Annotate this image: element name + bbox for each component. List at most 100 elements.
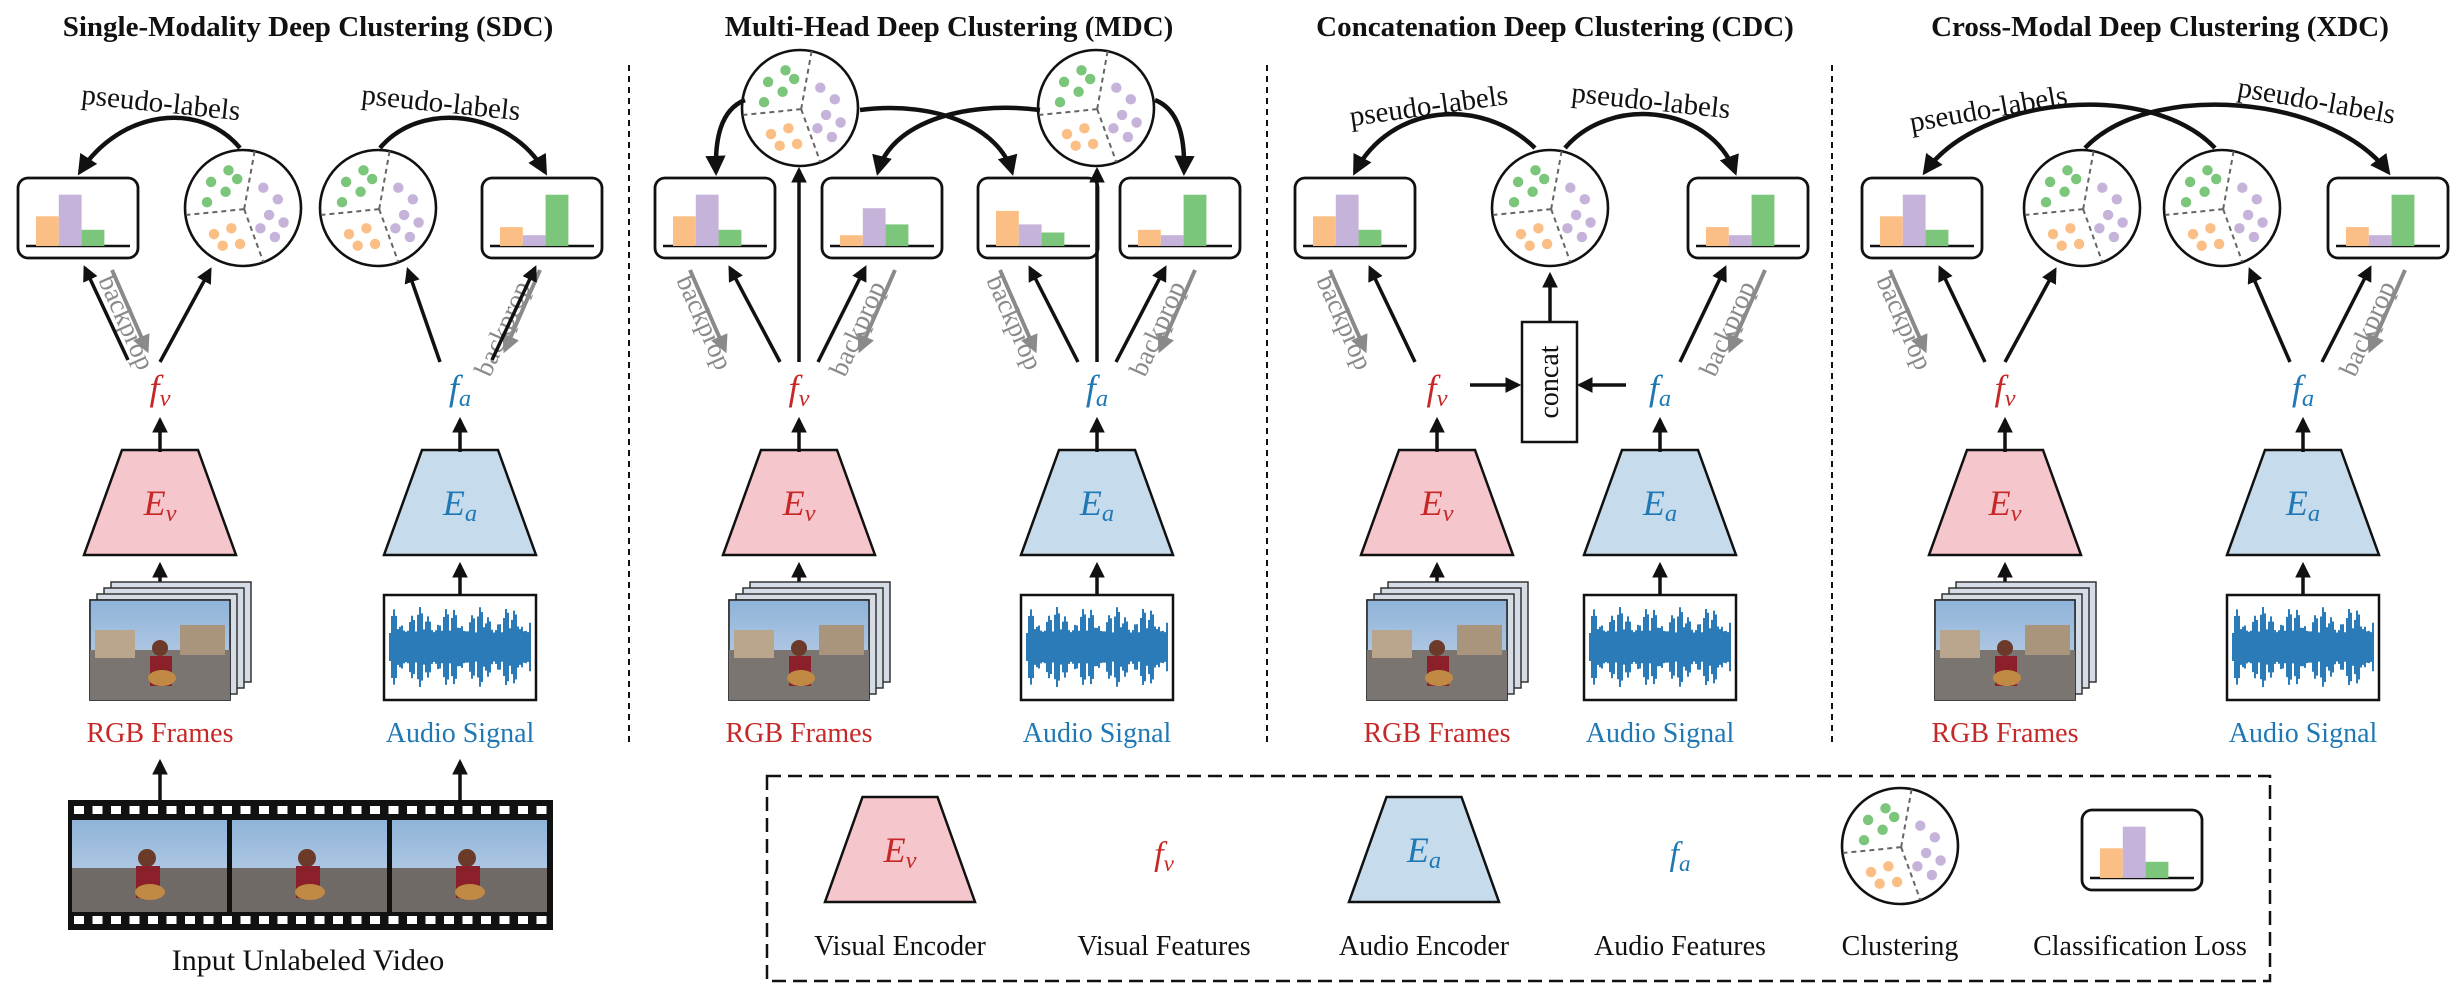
cluster-point [788, 73, 800, 85]
cluster-outline [183, 148, 303, 268]
classification-bar [81, 229, 105, 246]
cluster-point [1562, 223, 1573, 234]
cluster-dividers [321, 150, 400, 263]
classification-bar [58, 194, 82, 246]
rgb-frames-image [89, 581, 252, 701]
input-video-filmstrip [68, 800, 553, 930]
classification-bar [996, 210, 1019, 246]
classification-bar [36, 216, 59, 246]
visual-encoder-symbol: Ev [143, 483, 177, 527]
cluster-point [413, 217, 424, 228]
audio-signal-image [1582, 593, 1738, 702]
film-hole [425, 806, 436, 814]
xdc-classification-loss-visual [1860, 176, 1984, 260]
arrow-feature-to-classifier [1368, 265, 1417, 363]
cluster-point [220, 186, 231, 197]
cluster-point [1912, 861, 1923, 872]
rgb-frames-image [1366, 581, 1529, 701]
backprop-arrow [1328, 269, 1368, 354]
classification-bar [1335, 194, 1359, 246]
backprop-label: backprop [1693, 276, 1761, 380]
legend-clustering-icon [1840, 786, 1960, 906]
sdc-classification-loss-audio [480, 176, 604, 260]
film-person-head [458, 849, 476, 867]
classification-bar [1313, 216, 1336, 246]
mdc-clustering-audio [1036, 48, 1156, 168]
cluster-point [2187, 228, 2199, 240]
audio-encoder-symbol: Ea [2285, 483, 2320, 527]
cluster-point [217, 240, 228, 251]
cluster-point [1926, 869, 1938, 881]
backprop-indicator: backprop [1311, 269, 1379, 374]
legend-label-classification-loss: Classification Loss [2033, 931, 2247, 962]
cluster-point [2199, 186, 2210, 197]
frame-guitar [787, 670, 815, 686]
cluster-point [1073, 86, 1084, 97]
arrow-feature-to-classifier [490, 265, 537, 361]
frame-person-head [152, 640, 168, 656]
xdc-pseudo-label-arrow-to-audio [2083, 102, 2391, 176]
backprop-indicator: backprop [1693, 269, 1767, 380]
film-hole [148, 916, 158, 924]
cluster-point [390, 223, 401, 234]
arrow-feature-to-cluster [158, 267, 212, 363]
cluster-outline [740, 48, 860, 168]
cluster-point [1530, 165, 1541, 176]
film-hole [74, 806, 84, 814]
cluster-point [1116, 109, 1128, 121]
film-hole [74, 916, 84, 924]
film-hole [259, 806, 269, 814]
sdc-classification-loss-visual [16, 176, 140, 260]
waveform [1589, 607, 1731, 687]
audio-feature-symbol: fa [2292, 368, 2314, 412]
cluster-point [815, 82, 826, 93]
classification-bar [1706, 227, 1729, 246]
arrow-feature-to-classifier [1678, 265, 1727, 363]
classification-bar [1358, 229, 1382, 246]
film-hole [425, 916, 436, 924]
audio-signal-image [382, 593, 538, 702]
cluster-point [1061, 128, 1073, 140]
audio-encoder-symbol: Ea [1406, 830, 1441, 874]
film-hole [314, 916, 325, 924]
cluster-point [1883, 861, 1894, 872]
film-hole [203, 916, 214, 924]
cluster-point [1533, 223, 1544, 234]
audio-encoder [2225, 448, 2381, 557]
cluster-point [366, 173, 378, 185]
mdc-pseudo-label-arrow [872, 105, 1041, 176]
film-hole [481, 806, 491, 814]
arrow-feature-to-classifier [728, 265, 782, 363]
backprop-label: backprop [2333, 276, 2401, 380]
sdc-pseudo-label-arrow-visual [77, 115, 242, 176]
film-hole [203, 806, 214, 814]
film-hole [351, 806, 362, 814]
classification-bar [1728, 235, 1752, 246]
film-hole [166, 916, 177, 924]
frame-building [734, 630, 774, 658]
cluster-point [1880, 803, 1891, 814]
visual-encoder-symbol: Ev [883, 830, 917, 874]
visual-encoder-symbol: Ev [782, 483, 816, 527]
frame-person-head [791, 640, 807, 656]
cluster-point [1131, 117, 1142, 128]
mdc-clustering-visual [740, 48, 860, 168]
rgb-frames-image [1934, 581, 2097, 701]
backprop-arrow [688, 269, 728, 354]
cluster-point [1874, 878, 1885, 889]
film-hole [240, 916, 251, 924]
classification-bar [545, 194, 569, 246]
backprop-indicator: backprop [823, 269, 897, 380]
cluster-outline [1840, 786, 1960, 906]
cluster-point [1541, 238, 1553, 250]
classification-bar [1751, 194, 1775, 246]
film-hole [148, 806, 158, 814]
audio-encoder [1582, 448, 1738, 557]
backprop-arrow [502, 269, 542, 354]
frame-guitar [1993, 670, 2021, 686]
legend-label-visual-encoder: Visual Encoder [814, 931, 986, 962]
frame-building [1372, 630, 1412, 658]
cluster-point [340, 176, 352, 188]
frame-building [180, 625, 225, 655]
